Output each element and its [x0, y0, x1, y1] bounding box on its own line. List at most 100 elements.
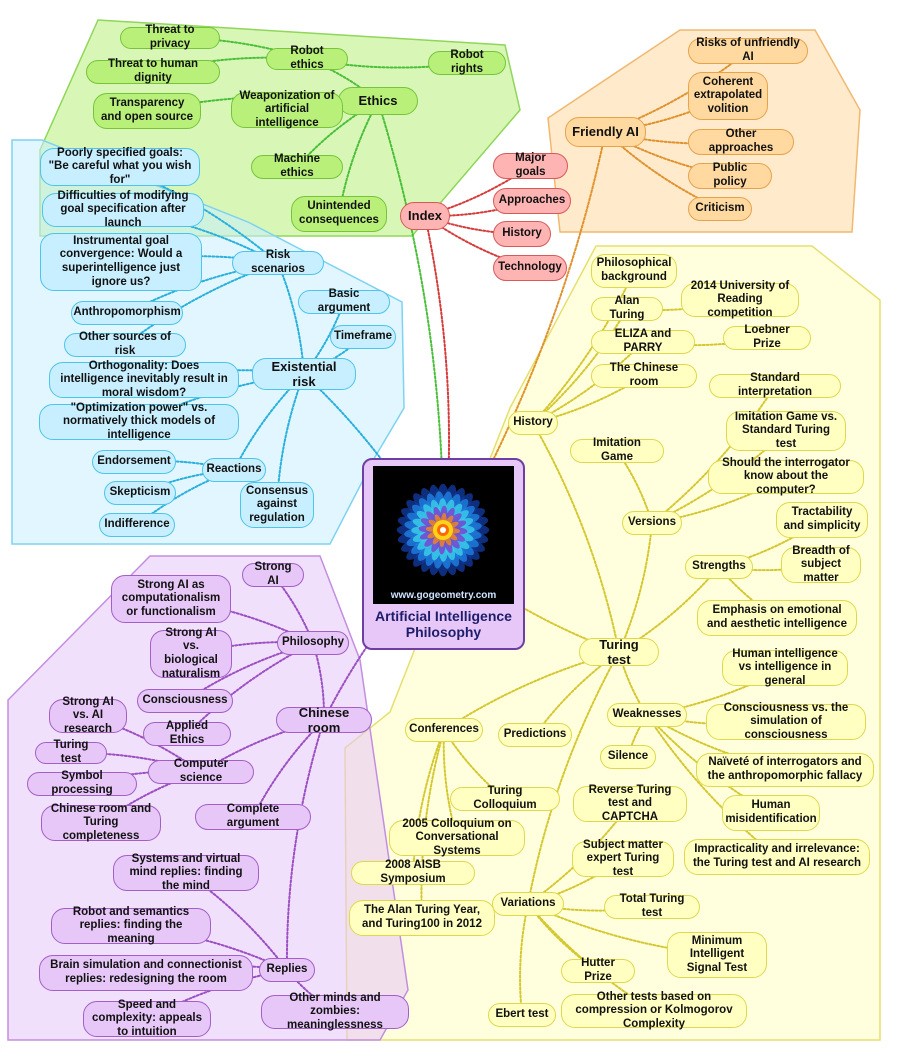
node-aisb-2008[interactable]: 2008 AISB Symposium	[351, 859, 475, 885]
node-subject-expert[interactable]: Subject matter expert Turing test	[572, 839, 674, 878]
node-consciousness-sim[interactable]: Consciousness vs. the simulation of cons…	[706, 702, 866, 741]
node-public-policy[interactable]: Public policy	[688, 162, 772, 189]
node-threat-privacy[interactable]: Threat to privacy	[120, 24, 220, 50]
node-other-minds[interactable]: Other minds and zombies: meaninglessness	[261, 992, 409, 1031]
node-impracticality[interactable]: Impracticality and irrelevance: the Turi…	[684, 839, 870, 875]
node-indifference[interactable]: Indifference	[99, 513, 175, 537]
node-consciousness[interactable]: Consciousness	[137, 689, 233, 713]
node-computationalism[interactable]: Strong AI as computationalism or functio…	[111, 575, 231, 623]
node-loebner[interactable]: Loebner Prize	[723, 324, 811, 350]
node-speed[interactable]: Speed and complexity: appeals to intuiti…	[83, 999, 211, 1038]
node-robot-rights[interactable]: Robot rights	[428, 49, 506, 75]
node-chinese-room-yl[interactable]: The Chinese room	[591, 362, 697, 388]
node-robot-ethics[interactable]: Robot ethics	[266, 45, 348, 71]
node-strong-ai[interactable]: Strong AI	[242, 561, 304, 587]
node-variations[interactable]: Variations	[492, 892, 564, 916]
node-strengths[interactable]: Strengths	[685, 555, 753, 579]
node-major-goals[interactable]: Major goals	[493, 152, 568, 179]
node-other-sources[interactable]: Other sources of risk	[64, 331, 186, 357]
node-skepticism[interactable]: Skepticism	[104, 481, 176, 505]
node-reactions[interactable]: Reactions	[202, 458, 266, 482]
node-unfriendly[interactable]: Risks of unfriendly AI	[688, 37, 808, 64]
node-threat-dignity[interactable]: Threat to human dignity	[86, 58, 220, 84]
node-emphasis[interactable]: Emphasis on emotional and aesthetic inte…	[697, 600, 857, 636]
node-colloquium-2005[interactable]: 2005 Colloquium on Conversational System…	[389, 818, 525, 857]
node-unintended[interactable]: Unintended consequences	[291, 196, 387, 232]
node-consensus[interactable]: Consensus against regulation	[240, 482, 314, 528]
node-reading-2014[interactable]: 2014 University of Reading competition	[681, 280, 799, 319]
link-history-tt-to-philosophical-bg	[532, 270, 635, 424]
node-approaches[interactable]: Approaches	[493, 188, 571, 214]
node-technology[interactable]: Technology	[493, 255, 567, 281]
node-robot-semantics[interactable]: Robot and semantics replies: finding the…	[51, 906, 211, 945]
node-tractability[interactable]: Tractability and simplicity	[776, 502, 868, 538]
node-weaknesses[interactable]: Weaknesses	[607, 703, 687, 727]
node-criticism[interactable]: Criticism	[688, 197, 752, 221]
node-philosophy[interactable]: Philosophy	[277, 631, 349, 655]
node-predictions[interactable]: Predictions	[498, 723, 572, 747]
node-eliza[interactable]: ELIZA and PARRY	[591, 328, 695, 354]
node-naivete[interactable]: Naïveté of interrogators and the anthrop…	[696, 753, 874, 787]
node-optimization[interactable]: "Optimization power" vs. normatively thi…	[39, 402, 239, 441]
node-complete-argument[interactable]: Complete argument	[195, 803, 311, 830]
node-turing-year[interactable]: The Alan Turing Year, and Turing100 in 2…	[349, 900, 495, 936]
node-compression[interactable]: Other tests based on compression or Kolm…	[561, 991, 747, 1030]
node-instrumental[interactable]: Instrumental goal convergence: Would a s…	[40, 233, 202, 291]
node-strong-vs-research[interactable]: Strong AI vs. AI research	[49, 696, 127, 735]
node-ethics[interactable]: Ethics	[338, 87, 418, 115]
node-orthogonality[interactable]: Orthogonality: Does intelligence inevita…	[49, 360, 239, 399]
node-interrogator[interactable]: Should the interrogator know about the c…	[708, 457, 864, 496]
node-anthropomorphism[interactable]: Anthropomorphism	[71, 301, 183, 325]
node-turing-completeness[interactable]: Chinese room and Turing completeness	[41, 803, 161, 842]
node-weaponization[interactable]: Weaponization of artificial intelligence	[231, 90, 343, 129]
node-history-tt[interactable]: History	[508, 411, 558, 435]
node-turing-test-pu[interactable]: Turing test	[35, 739, 107, 765]
node-breadth[interactable]: Breadth of subject matter	[781, 545, 861, 584]
node-risk-scenarios[interactable]: Risk scenarios	[232, 249, 324, 275]
link-chinese-room-to-replies	[285, 719, 325, 971]
node-symbol-processing[interactable]: Symbol processing	[27, 770, 137, 796]
node-machine-ethics[interactable]: Machine ethics	[251, 153, 343, 179]
link-turing-test-to-history-tt	[532, 422, 620, 653]
node-systems-reply[interactable]: Systems and virtual mind replies: findin…	[113, 853, 259, 892]
watermark: www.gogeometry.com	[390, 590, 497, 601]
node-transparency[interactable]: Transparency and open source	[93, 93, 201, 129]
node-cev[interactable]: Coherent extrapolated volition	[688, 72, 768, 120]
node-total-tt[interactable]: Total Turing test	[604, 893, 700, 919]
node-friendly-ai[interactable]: Friendly AI	[565, 117, 646, 147]
node-history-idx[interactable]: History	[493, 221, 551, 247]
node-imitation-vs[interactable]: Imitation Game vs. Standard Turing test	[726, 411, 846, 451]
node-brain-sim[interactable]: Brain simulation and connectionist repli…	[39, 955, 253, 991]
node-reverse-tt[interactable]: Reverse Turing test and CAPTCHA	[573, 784, 687, 823]
node-difficulties[interactable]: Difficulties of modifying goal specifica…	[42, 190, 204, 229]
node-versions[interactable]: Versions	[622, 511, 682, 535]
node-human-misid[interactable]: Human misidentification	[722, 795, 820, 831]
node-human-int[interactable]: Human intelligence vs intelligence in ge…	[722, 648, 848, 687]
node-alan-turing[interactable]: Alan Turing	[591, 295, 663, 321]
node-hutter[interactable]: Hutter Prize	[561, 957, 635, 983]
node-index[interactable]: Index	[400, 202, 450, 230]
node-timeframe[interactable]: Timeframe	[330, 325, 396, 349]
node-turing-colloquium[interactable]: Turing Colloquium	[450, 785, 560, 811]
node-ebert[interactable]: Ebert test	[488, 1003, 556, 1027]
node-biological[interactable]: Strong AI vs. biological naturalism	[150, 627, 232, 680]
node-basic-argument[interactable]: Basic argument	[298, 288, 390, 314]
node-minimum-signal[interactable]: Minimum Intelligent Signal Test	[667, 932, 767, 978]
node-conferences[interactable]: Conferences	[405, 718, 483, 742]
node-turing-test[interactable]: Turing test	[579, 637, 659, 667]
node-imitation-game[interactable]: Imitation Game	[570, 437, 664, 463]
central-title: Artificial Intelligence Philosophy	[375, 608, 512, 641]
node-chinese-room[interactable]: Chinese room	[276, 705, 372, 735]
node-applied-ethics[interactable]: Applied Ethics	[143, 720, 231, 746]
node-silence[interactable]: Silence	[600, 745, 656, 769]
node-computer-science[interactable]: Computer science	[148, 758, 254, 784]
node-philosophical-bg[interactable]: Philosophical background	[591, 254, 677, 288]
node-endorsement[interactable]: Endorsement	[92, 450, 176, 474]
node-poorly-specified[interactable]: Poorly specified goals: "Be careful what…	[40, 147, 200, 186]
node-replies[interactable]: Replies	[259, 958, 315, 982]
node-other-approaches[interactable]: Other approaches	[688, 128, 794, 155]
node-standard-interp[interactable]: Standard interpretation	[709, 372, 841, 398]
central-topic[interactable]: www.gogeometry.com Artificial Intelligen…	[362, 458, 525, 650]
node-existential-risk[interactable]: Existential risk	[252, 358, 356, 390]
